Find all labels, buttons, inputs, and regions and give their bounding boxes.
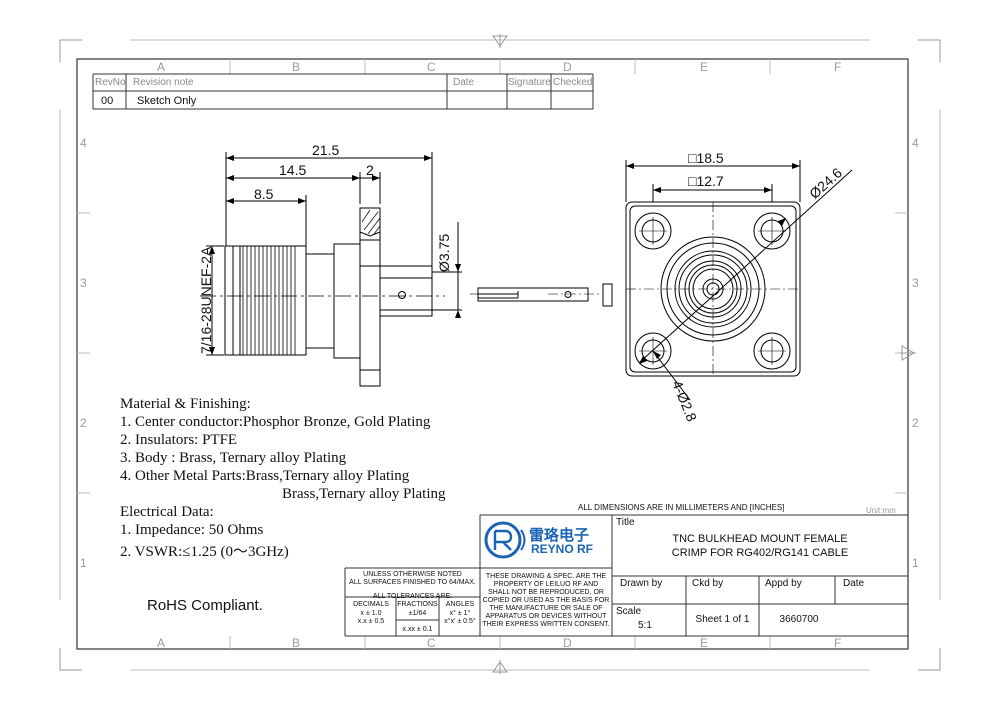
- checked-header: Checked: [553, 77, 593, 88]
- dimensions-note: ALL DIMENSIONS ARE IN MILLIMETERS AND [I…: [578, 503, 785, 512]
- appd-by-label: Appd by: [765, 578, 802, 589]
- grid-row-3-right: 3: [912, 276, 919, 290]
- material-continuation: Brass,Ternary alloy Plating: [282, 486, 446, 502]
- dim-mid-length: 14.5: [279, 162, 307, 178]
- grid-row-2-right: 2: [912, 416, 919, 430]
- date-header: Date: [453, 77, 475, 88]
- grid-row-1-right: 1: [912, 556, 919, 570]
- tolerance-a2: x°x' ± 0.5°: [444, 618, 476, 625]
- scale-value: 5:1: [638, 620, 652, 631]
- tolerance-line-2: ALL SURFACES FINISHED TO 64/MAX.: [349, 579, 476, 586]
- signature-header: Signature: [508, 77, 551, 88]
- grid-ticks: [77, 59, 908, 649]
- grid-row-3: 3: [80, 276, 87, 290]
- date-label: Date: [843, 578, 865, 589]
- grid-col-c: C: [427, 60, 436, 74]
- title-line-2: CRIMP FOR RG402/RG141 CABLE: [671, 547, 849, 559]
- grid-row-4: 4: [80, 136, 87, 150]
- front-view-arrows: [626, 163, 800, 364]
- tolerance-line-1: UNLESS OTHERWISE NOTED: [363, 571, 462, 578]
- title-line-1: TNC BULKHEAD MOUNT FEMALE: [672, 533, 848, 545]
- unit-label: Unit:mm: [866, 506, 896, 515]
- dim-bore-diameter: Ø3.75: [436, 233, 452, 272]
- tolerance-line-3: ALL TOLERANCES ARE:: [372, 593, 453, 600]
- reyno-logo-mark: [484, 521, 526, 559]
- title-label: Title: [616, 517, 635, 528]
- electrical-heading: Electrical Data:: [120, 504, 214, 520]
- side-view-arrows: [209, 155, 461, 355]
- grid-col-d-bottom: D: [563, 636, 572, 650]
- grid-col-c-bottom: C: [427, 636, 436, 650]
- rev-note: Sketch Only: [137, 95, 197, 107]
- logo-chinese-name: 雷珞电子: [529, 527, 590, 544]
- scale-label: Scale: [616, 606, 642, 617]
- dim-hole-spacing: □12.7: [688, 173, 724, 189]
- electrical-item-1: 1. Impedance: 50 Ohms: [120, 522, 264, 538]
- tolerance-decimals-header: DECIMALS: [353, 601, 389, 608]
- grid-row-2: 2: [80, 416, 87, 430]
- electrical-item-2: 2. VSWR:≤1.25 (0～3GHz): [120, 544, 289, 560]
- material-item-1: 1. Center conductor:Phosphor Bronze, Gol…: [120, 414, 431, 430]
- dim-square-size: □18.5: [688, 150, 724, 166]
- grid-col-b: B: [292, 60, 301, 74]
- side-view: [200, 152, 462, 387]
- crimp-parts: [470, 283, 613, 307]
- tolerance-d1: x ± 1.0: [360, 610, 382, 617]
- thread-spec: 7/16-28UNEF-2A: [198, 246, 214, 354]
- front-view: [625, 160, 853, 401]
- grid-col-a: A: [157, 60, 166, 74]
- part-number: 3660700: [779, 614, 819, 625]
- title-block-lines: [344, 514, 908, 637]
- rev-no-header: RevNo: [95, 77, 126, 88]
- grid-col-b-bottom: B: [292, 636, 301, 650]
- tolerance-a1: x° ± 1°: [449, 610, 471, 617]
- dim-thread-length: 8.5: [254, 186, 274, 202]
- dim-overall-length: 21.5: [312, 142, 340, 158]
- tolerance-d3: x.xx ± 0.1: [402, 626, 433, 633]
- grid-col-f: F: [834, 60, 842, 74]
- material-heading: Material & Finishing:: [120, 396, 251, 412]
- revision-table-lines: [92, 73, 594, 110]
- proprietary-notice: THESE DRAWING & SPEC. ARE THE PROPERTY O…: [482, 573, 610, 628]
- material-item-4: 4. Other Metal Parts:Brass,Ternary alloy…: [120, 468, 410, 484]
- revision-note-header: Revision note: [133, 77, 194, 88]
- grid-col-e: E: [700, 60, 709, 74]
- ckd-by-label: Ckd by: [692, 578, 724, 589]
- material-item-3: 3. Body : Brass, Ternary alloy Plating: [120, 450, 347, 466]
- dim-flange-thickness: 2: [366, 162, 374, 178]
- tolerance-angles-header: ANGLES: [445, 601, 475, 608]
- grid-row-1: 1: [80, 556, 87, 570]
- rohs-statement: RoHS Compliant.: [147, 597, 263, 614]
- grid-col-f-bottom: F: [834, 636, 842, 650]
- logo-english-name: REYNO RF: [531, 542, 594, 556]
- drawn-by-label: Drawn by: [620, 578, 663, 589]
- tolerance-d2: x.x ± 0.5: [357, 618, 385, 625]
- rev-number: 00: [101, 95, 114, 107]
- grid-row-4-right: 4: [912, 136, 919, 150]
- grid-col-a-bottom: A: [157, 636, 166, 650]
- tolerance-fractions-header: FRACTIONS: [397, 601, 438, 608]
- tolerance-f1: ±1/64: [408, 610, 427, 617]
- sheet-number: Sheet 1 of 1: [695, 614, 750, 625]
- material-item-2: 2. Insulators: PTFE: [120, 432, 238, 448]
- center-markers: [492, 34, 916, 674]
- grid-col-d: D: [563, 60, 572, 74]
- main-border: [76, 58, 909, 650]
- grid-col-e-bottom: E: [700, 636, 709, 650]
